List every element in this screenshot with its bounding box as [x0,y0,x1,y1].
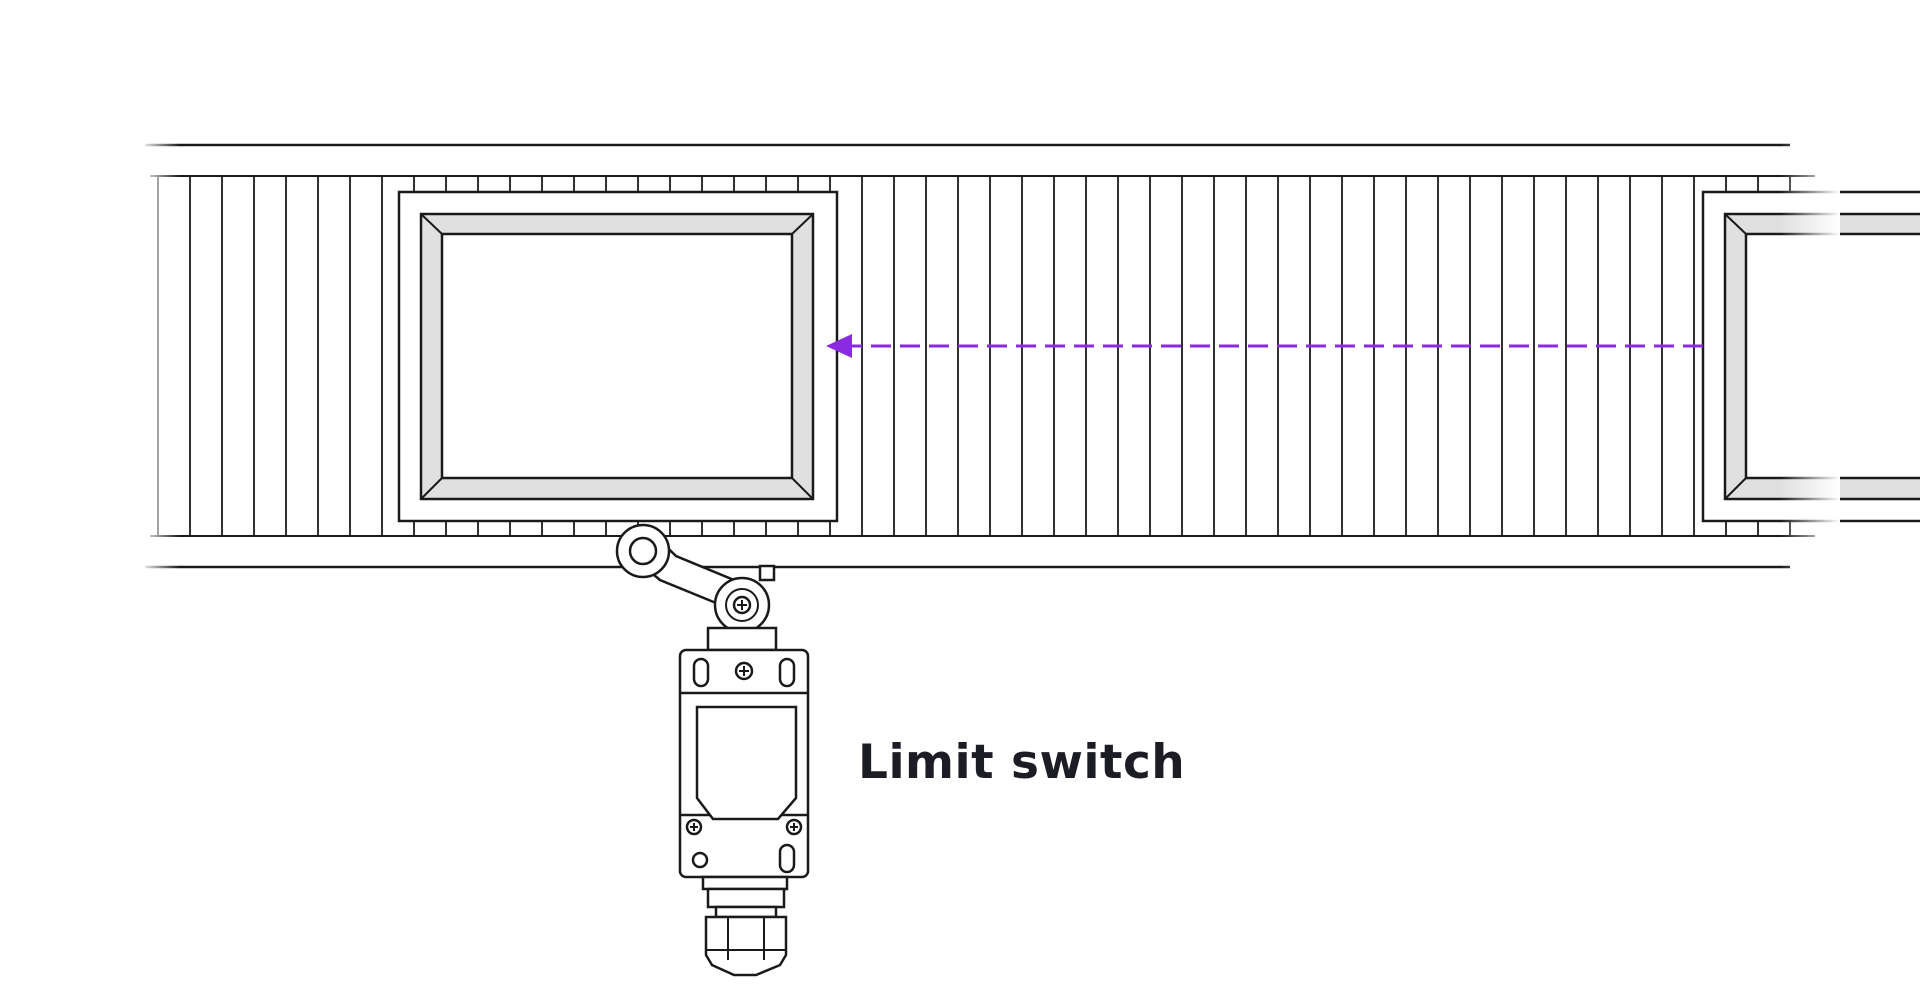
next-box-bevel [1724,477,1747,500]
box-on-belt [397,190,839,523]
gland-collar [701,875,789,891]
arrowhead-icon [826,334,852,358]
box-bevel [420,477,443,500]
motion-direction-arrow [826,334,1703,358]
next-box-bevel [1724,213,1747,235]
gland-nut [706,887,786,909]
gland-ring [714,905,778,919]
screw-icon [685,818,703,836]
mounting-hole [691,851,709,869]
gland-cap [704,915,788,977]
box-bevel [791,213,814,235]
box-bevel [791,477,814,500]
box-face [440,232,794,480]
actuator-stub [758,564,776,582]
rotary-head-inner [725,588,759,622]
belt-fade-left [140,140,180,572]
screw-icon [732,595,752,615]
box-bevel [420,213,443,235]
mounting-slot [778,657,796,688]
limit-switch [615,523,810,977]
screw-icon [734,661,754,681]
switch-window [695,705,798,821]
conveyor-belt [145,143,1815,569]
switch-neck [706,626,778,652]
belt-fade-right [1780,140,1840,572]
roller-hub [628,536,658,566]
mounting-slot [692,657,710,688]
mounting-slot [778,843,796,874]
screw-icon [785,818,803,836]
limit-switch-label: Limit switch [858,735,1186,790]
